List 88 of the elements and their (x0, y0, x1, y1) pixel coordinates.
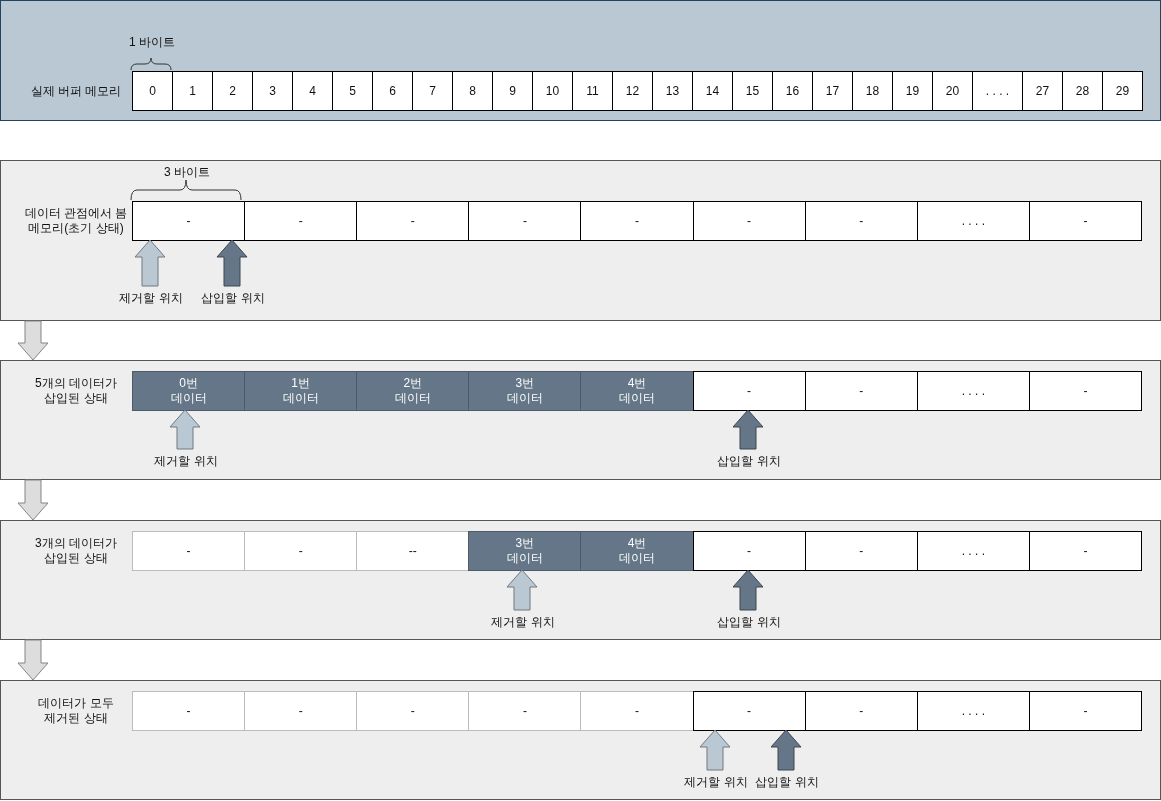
memory-cell: - (692, 201, 806, 241)
memory-cell: 13 (652, 71, 693, 111)
memory-cell: - (804, 201, 918, 241)
memory-cell: - (1028, 691, 1142, 731)
memory-cell: - (1028, 371, 1142, 411)
memory-cell: 6 (372, 71, 413, 111)
memory-cell: . . . . (972, 71, 1023, 111)
row-label: 실제 버퍼 메모리 (29, 82, 123, 100)
byte-label: 1 바이트 (128, 34, 176, 51)
memory-cell: 7 (412, 71, 453, 111)
memory-cell: 14 (692, 71, 733, 111)
memory-cell: 1 (172, 71, 213, 111)
memory-cell: 19 (892, 71, 933, 111)
memory-cell: 29 (1102, 71, 1143, 111)
memory-cell: - (132, 691, 246, 731)
memory-cell: 3번 데이터 (468, 371, 582, 411)
memory-cell: - (804, 371, 918, 411)
row-label: 3개의 데이터가 삽입된 상태 (34, 535, 118, 567)
block-arrow (699, 729, 731, 771)
memory-cell: - (244, 531, 358, 571)
memory-cell: 20 (932, 71, 973, 111)
memory-cell: - (692, 371, 806, 411)
block-arrow (17, 639, 49, 681)
memory-cell: - (356, 201, 470, 241)
row-label: 5개의 데이터가 삽입된 상태 (34, 375, 118, 407)
memory-cell: 12 (612, 71, 653, 111)
memory-cell: 4번 데이터 (580, 371, 694, 411)
memory-cell: - (580, 201, 694, 241)
memory-cell: 8 (452, 71, 493, 111)
pointer-label: 제거할 위치 (141, 450, 231, 472)
block-arrow (732, 569, 764, 611)
memory-cell: 16 (772, 71, 813, 111)
memory-cell: - (356, 691, 470, 731)
memory-cell: -- (356, 531, 470, 571)
panel (0, 160, 1161, 321)
block-arrow (17, 479, 49, 521)
memory-cell: 11 (572, 71, 613, 111)
memory-cell: 0번 데이터 (132, 371, 246, 411)
memory-cell: - (244, 201, 358, 241)
memory-cell: 5 (332, 71, 373, 111)
row-label: 데이터 관점에서 봄 메모리(초기 상태) (23, 205, 129, 237)
block-arrow (506, 569, 538, 611)
memory-cell: 4번 데이터 (580, 531, 694, 571)
memory-cell: - (132, 531, 246, 571)
memory-cell: - (804, 531, 918, 571)
memory-cell: . . . . (916, 201, 1030, 241)
memory-cell: 17 (812, 71, 853, 111)
byte-label: 3 바이트 (163, 164, 211, 181)
pointer-label: 삽입할 위치 (704, 611, 794, 633)
row-label: 데이터가 모두 제거된 상태 (37, 695, 115, 727)
block-arrow (732, 409, 764, 450)
memory-cell: 18 (852, 71, 893, 111)
memory-cell: 3번 데이터 (468, 531, 582, 571)
memory-cell: 3 (252, 71, 293, 111)
block-arrow (134, 239, 166, 287)
panel (0, 0, 1161, 121)
memory-cell: - (692, 691, 806, 731)
memory-cell: - (580, 691, 694, 731)
block-arrow (216, 239, 248, 287)
memory-cell: . . . . (916, 371, 1030, 411)
memory-cell: - (132, 201, 246, 241)
memory-cell: 9 (492, 71, 533, 111)
memory-cell: 1번 데이터 (244, 371, 358, 411)
memory-cell: 0 (132, 71, 173, 111)
memory-cell: 28 (1062, 71, 1103, 111)
block-arrow (17, 320, 49, 361)
block-arrow (770, 729, 802, 771)
memory-cell: . . . . (916, 691, 1030, 731)
memory-cell: 2번 데이터 (356, 371, 470, 411)
memory-cell: 10 (532, 71, 573, 111)
panel (0, 360, 1161, 480)
block-arrow (169, 409, 201, 450)
memory-cell: 4 (292, 71, 333, 111)
memory-cell: - (1028, 531, 1142, 571)
memory-cell: 15 (732, 71, 773, 111)
pointer-label: 제거할 위치 (478, 611, 568, 633)
panel (0, 680, 1161, 800)
memory-cell: - (468, 201, 582, 241)
memory-cell: - (804, 691, 918, 731)
memory-cell: - (692, 531, 806, 571)
panel (0, 520, 1161, 640)
pointer-label: 삽입할 위치 (704, 450, 794, 472)
memory-cell: . . . . (916, 531, 1030, 571)
memory-cell: - (244, 691, 358, 731)
memory-cell: 27 (1022, 71, 1063, 111)
memory-cell: - (468, 691, 582, 731)
memory-cell: 2 (212, 71, 253, 111)
memory-cell: - (1028, 201, 1142, 241)
